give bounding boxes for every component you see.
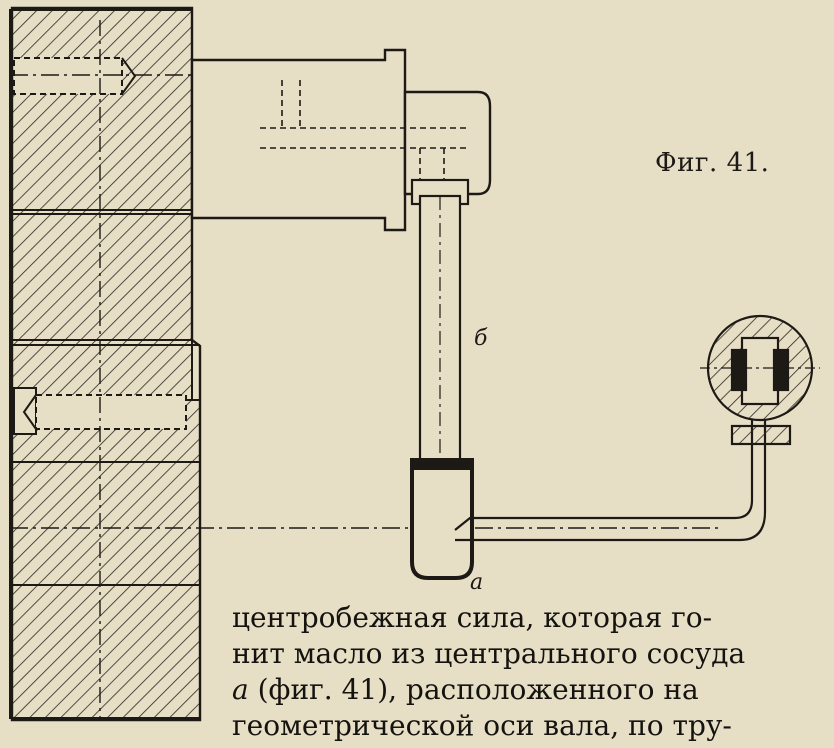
text-line-2: нит масло из центрального сосуда [232,637,746,670]
oil-tube [410,178,470,580]
text-line-4: геометрической оси вала, по тру- [232,709,732,742]
text-line-3: a (фиг. 41), расположенного на [232,672,832,708]
figure-caption: Фиг. 41. [655,148,770,178]
text-line-1: центробежная сила, которая го- [232,601,713,634]
oil-vessel [410,458,474,580]
wheel-section [9,6,202,722]
body-text: центробежная сила, которая го- нит масло… [232,600,832,744]
text-line-3-rest: (фиг. 41), расположенного на [248,673,699,706]
bearing-section [700,314,820,446]
crank-pin [190,48,492,232]
text-line-3-italic: a [232,673,249,706]
label-a: a [470,570,484,595]
bent-pipe [454,420,767,542]
label-b: б [474,326,488,351]
